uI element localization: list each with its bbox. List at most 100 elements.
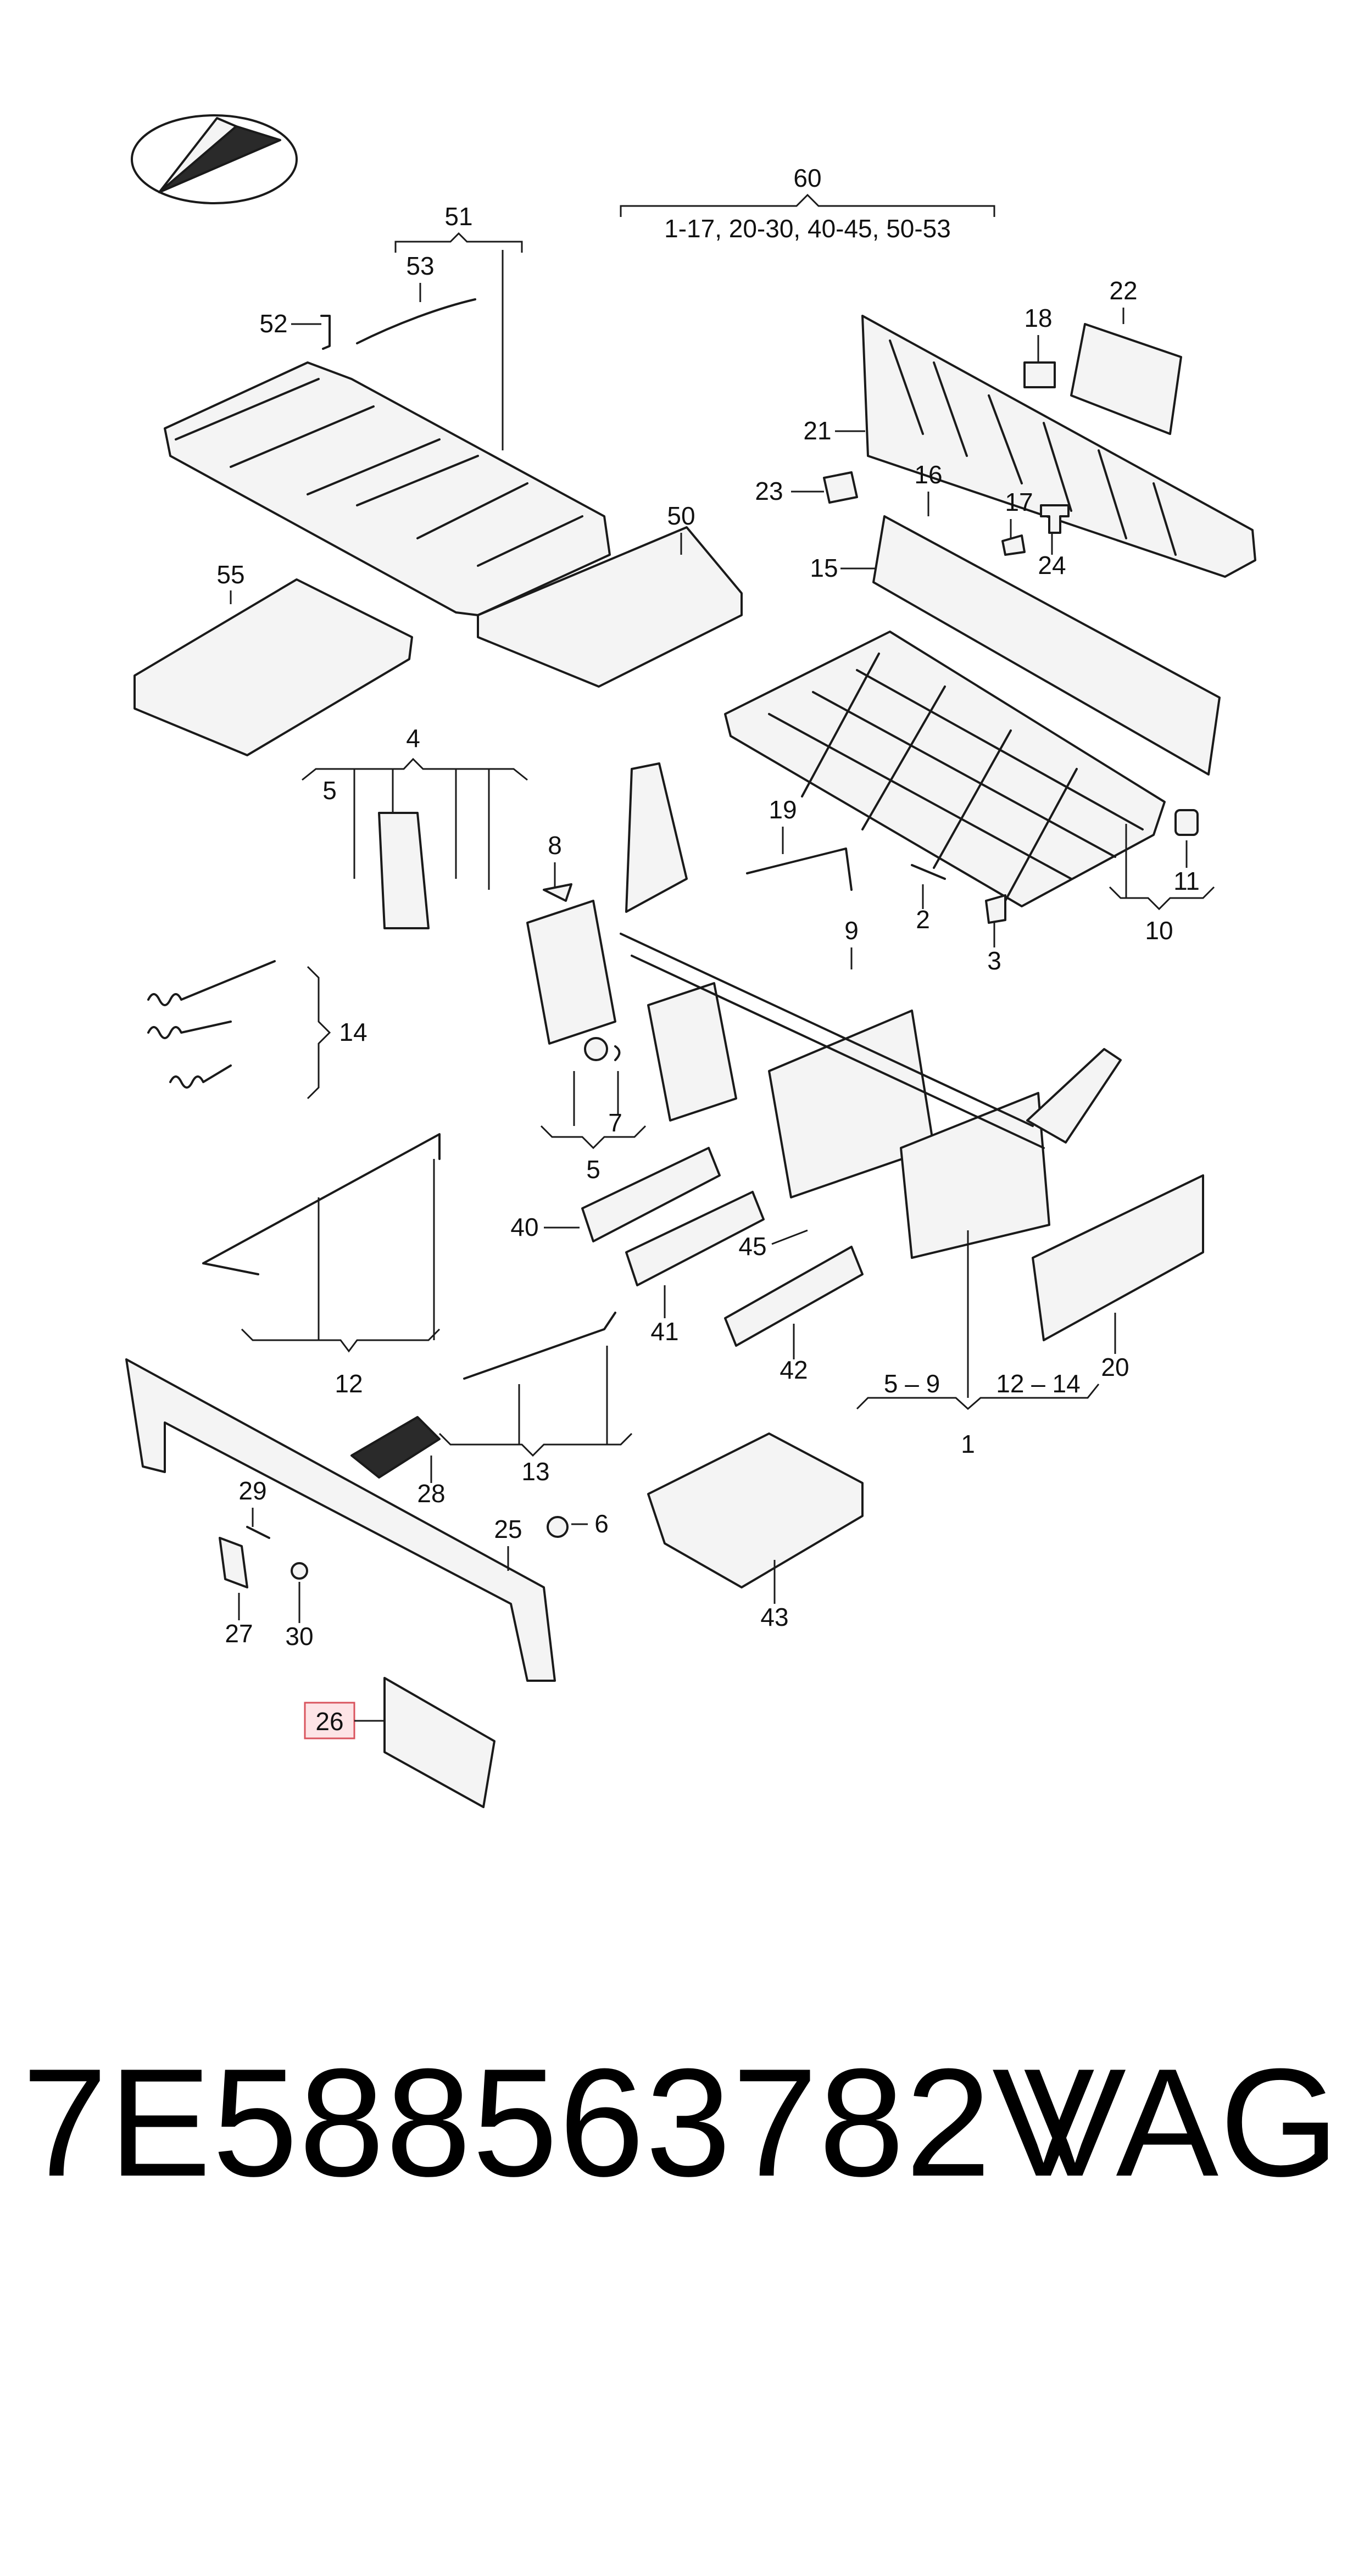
part-14-spring-a	[147, 960, 276, 1006]
part-15-strip	[872, 515, 1221, 776]
label-9: 9	[844, 916, 859, 945]
label-45: 45	[738, 1232, 766, 1261]
part-12-rod	[202, 1133, 441, 1275]
label-50: 50	[667, 501, 695, 530]
label-6: 6	[594, 1509, 609, 1538]
label-8: 8	[548, 831, 562, 860]
part-3-clip	[985, 894, 1006, 924]
part-number: 7E588563782V	[22, 2037, 1096, 2209]
label-1: 1	[961, 1430, 975, 1458]
label-16: 16	[914, 460, 942, 489]
part-52-clip	[320, 315, 331, 350]
part-40-rail	[581, 1147, 721, 1242]
exploded-parts-diagram: 60 1-17, 20-30, 40-45, 50-53 51 53 52 50…	[125, 114, 1256, 1808]
part-41-rail	[625, 1191, 765, 1286]
part-7-clip	[614, 1045, 621, 1061]
label-40: 40	[510, 1213, 538, 1241]
part-55-cushion: 55	[133, 560, 413, 756]
diagram-line	[302, 757, 528, 781]
label-12: 12	[335, 1369, 363, 1398]
diagram-line	[133, 578, 413, 756]
label-1-left: 5 – 9	[884, 1369, 940, 1398]
label-24: 24	[1038, 551, 1066, 579]
part-19-rod	[746, 847, 853, 891]
diagram-line	[241, 1328, 441, 1353]
brand-name: VAG	[1023, 2037, 1340, 2209]
diagram-line	[477, 526, 743, 688]
label-43: 43	[760, 1603, 788, 1631]
diagram-line	[158, 117, 237, 193]
group-60-callout: 60 1-17, 20-30, 40-45, 50-53	[620, 164, 995, 243]
part-11-bumper	[1174, 809, 1199, 836]
label-5b: 5	[586, 1155, 600, 1184]
diagram-line	[856, 1384, 1100, 1410]
part-28-latch	[350, 1416, 441, 1479]
diagram-line	[861, 315, 1256, 578]
diagram-line	[647, 982, 737, 1122]
diagram-line	[131, 114, 298, 204]
label-15: 15	[810, 554, 838, 582]
label-13: 13	[521, 1457, 549, 1486]
label-20: 20	[1101, 1353, 1129, 1381]
part-6-clip	[547, 1516, 569, 1538]
part-23-clip	[823, 471, 858, 504]
label-55: 55	[216, 560, 244, 589]
part-53-wire	[356, 298, 476, 344]
label-22: 22	[1109, 276, 1137, 305]
label-19: 19	[769, 795, 797, 824]
label-21: 21	[803, 416, 831, 445]
label-41: 41	[650, 1317, 678, 1346]
group-5-7-callout: 7 5	[540, 1037, 647, 1184]
part-13-rod	[463, 1312, 616, 1380]
diagram-line	[768, 653, 1144, 902]
label-5a: 5	[322, 776, 337, 805]
group-14-springs: 14	[147, 960, 368, 1100]
footer-part-number: 7E588563782V VAG	[22, 2032, 1340, 2213]
label-7: 7	[608, 1108, 622, 1137]
label-51: 51	[444, 202, 472, 231]
diagram-line	[1109, 886, 1215, 911]
label-60: 60	[793, 164, 821, 192]
part-14-spring-b	[147, 1021, 232, 1039]
group-51-callout: 51	[394, 202, 523, 450]
diagram-line	[526, 900, 616, 1045]
label-30: 30	[285, 1622, 313, 1651]
label-4: 4	[406, 724, 420, 752]
part-5-bushing	[584, 1037, 608, 1061]
label-52: 52	[259, 309, 287, 338]
label-27: 27	[225, 1619, 253, 1648]
label-26-highlight-box	[304, 1702, 355, 1739]
label-42: 42	[780, 1356, 808, 1384]
part-21-backrest-frame: 21	[803, 315, 1256, 578]
label-53: 53	[406, 252, 434, 280]
orientation-arrow-icon	[131, 114, 298, 204]
diagram-line	[307, 966, 331, 1100]
diagram-line	[164, 361, 611, 616]
label-3: 3	[987, 946, 1001, 975]
diagram-line	[620, 933, 1045, 1149]
diagram-line	[175, 378, 583, 567]
part-27-plate	[219, 1537, 248, 1588]
diagram-line	[724, 631, 1166, 907]
label-17: 17	[1005, 488, 1033, 516]
part-4-bracket	[378, 812, 430, 929]
label-1-right: 12 – 14	[996, 1369, 1080, 1398]
label-25: 25	[494, 1515, 522, 1543]
diagram-line	[889, 339, 1177, 556]
part-51-seat-cover	[164, 361, 611, 616]
part-25-trim	[125, 1358, 556, 1682]
part-30-screw	[291, 1562, 308, 1580]
label-18: 18	[1024, 304, 1052, 332]
callout-26-highlighted[interactable]: 26	[304, 1677, 496, 1808]
part-24-screw	[1040, 504, 1070, 534]
group-4-callout: 4 5	[302, 724, 528, 929]
diagram-line	[620, 193, 995, 217]
part-14-spring-c	[169, 1064, 232, 1089]
label-10: 10	[1145, 916, 1173, 945]
label-23: 23	[755, 477, 783, 505]
label-26: 26	[315, 1707, 343, 1736]
label-11: 11	[1173, 867, 1200, 895]
part-26-panel	[383, 1677, 496, 1808]
label-2: 2	[916, 905, 930, 934]
diagram-line	[771, 1229, 808, 1245]
